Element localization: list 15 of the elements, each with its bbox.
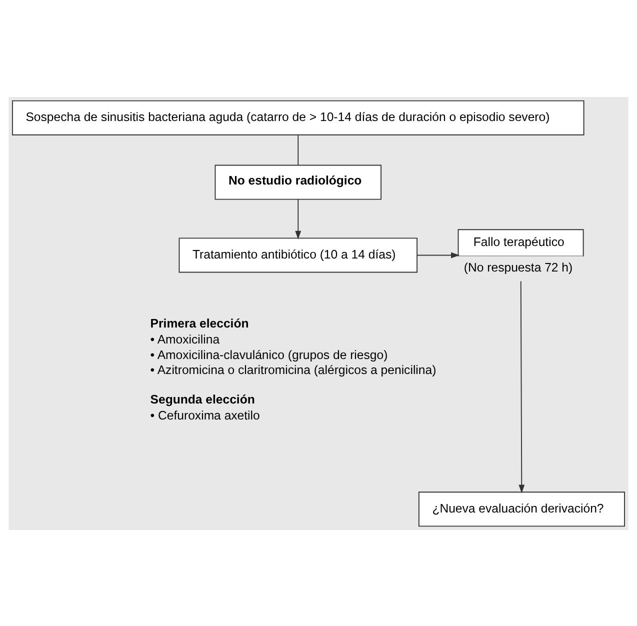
arrow bbox=[295, 198, 302, 239]
label: • Amoxicilina-clavulánico (grupos de riesgo) bbox=[150, 347, 388, 362]
node-label: (No respuesta 72 h) bbox=[464, 260, 573, 274]
node-box: ¿Nueva evaluación derivación? bbox=[418, 491, 625, 526]
label: • Amoxicilina bbox=[150, 332, 220, 346]
arrow bbox=[416, 252, 460, 258]
node-box: No estudio radiológico bbox=[214, 164, 382, 200]
label: • Azitromicina o claritromicina (alérgicos a penicilina) bbox=[150, 362, 436, 377]
node-box: Sospecha de sinusitis bacteriana aguda (catarro de > 10-14 días de duración o episodio severo) bbox=[12, 100, 584, 135]
label: Primera elección bbox=[150, 316, 249, 330]
node-box: Tratamiento antibiótico (10 a 14 días) bbox=[178, 237, 418, 272]
connector bbox=[298, 134, 299, 165]
label: Segunda elección bbox=[150, 392, 255, 406]
label: • Cefuroxima axetilo bbox=[150, 408, 260, 422]
arrow bbox=[518, 280, 525, 493]
